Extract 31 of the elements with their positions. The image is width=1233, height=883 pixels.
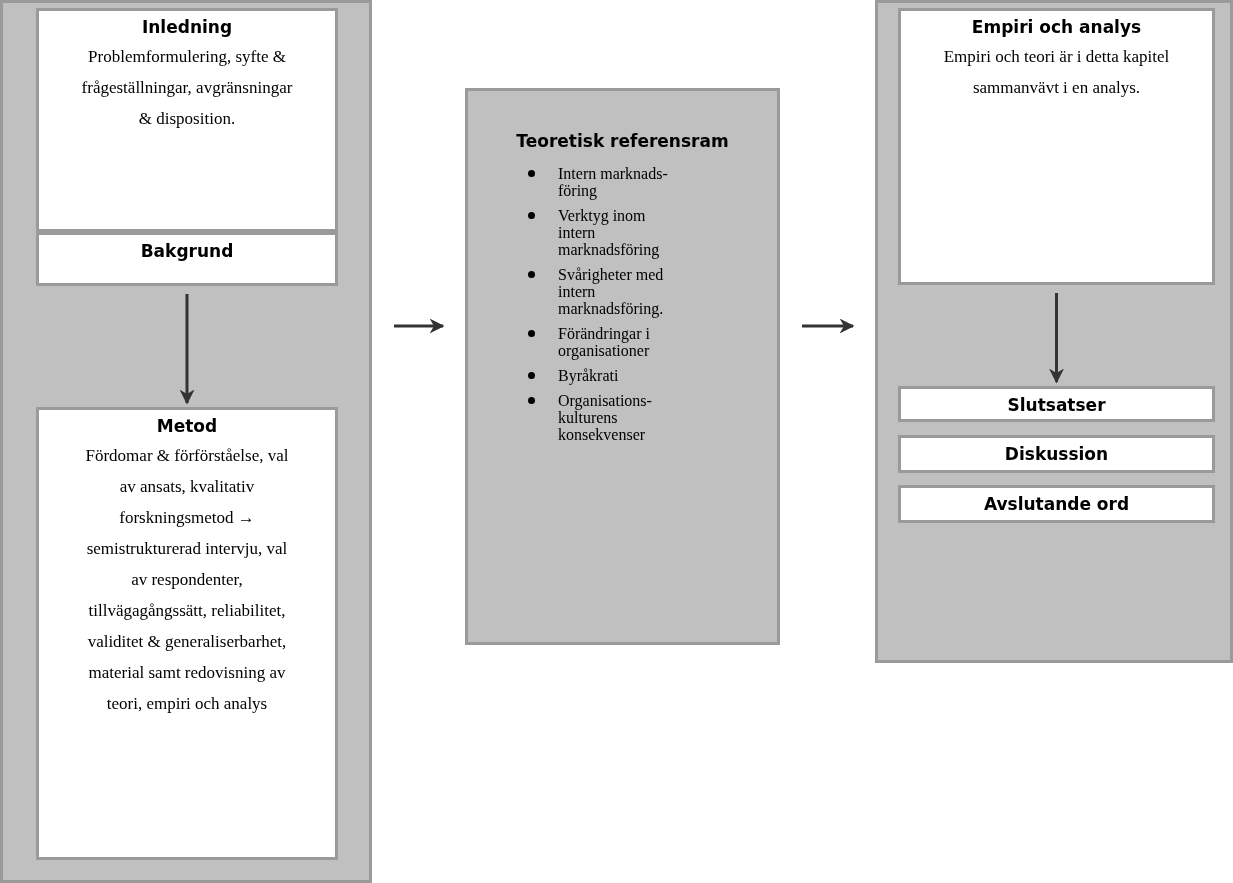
- heading: Empiri och analys: [970, 17, 1143, 37]
- heading: Avslutande ord: [982, 494, 1131, 514]
- heading: Metod: [155, 416, 219, 436]
- chapter-box: [898, 386, 1215, 422]
- bullet-item: Svårigheter med intern marknadsföring.: [468, 266, 668, 317]
- section-panel: [875, 0, 1233, 663]
- arrow: [802, 318, 855, 334]
- chapter-box: [898, 8, 1215, 285]
- chapter-box: [36, 407, 338, 860]
- arrow: [394, 318, 445, 334]
- heading: Teoretisk referensram: [515, 131, 730, 151]
- chapter-box: [898, 435, 1215, 473]
- heading: Slutsatser: [1006, 395, 1107, 415]
- bullet-item: Intern marknads-föring: [468, 165, 668, 199]
- body-text: Problemformulering, syfte & frågeställningar, avgränsningar & disposition.: [80, 46, 294, 130]
- chapter-box: [36, 8, 338, 232]
- heading: Diskussion: [1003, 444, 1110, 464]
- heading: Inledning: [140, 17, 234, 37]
- chapter-box: [898, 485, 1215, 523]
- heading: Bakgrund: [139, 241, 235, 261]
- arrow: [1049, 293, 1064, 384]
- section-panel: [465, 88, 780, 645]
- bullet-item: Verktyg inom intern marknadsföring: [468, 207, 668, 258]
- bullet-item: Förändringar i organisationer: [468, 325, 668, 359]
- bullet-item: Organisations-kulturens konsekvenser: [468, 392, 668, 443]
- arrow: [179, 294, 195, 405]
- section-panel: [0, 0, 372, 883]
- bullet-item: Byråkrati: [468, 367, 668, 384]
- chapter-box: [36, 232, 338, 286]
- body-text: Fördomar & förförståelse, val av ansats, kvalitativ forskningsmetod → semistrukturerad intervju, val av respondenter, tillvägagångssätt, reliabilitet, validitet & generaliserbarhet, material samt redovisning av teori, empiri och analys: [84, 445, 290, 715]
- body-text: Empiri och teori är i detta kapitel sammanvävt i en analys.: [942, 46, 1171, 99]
